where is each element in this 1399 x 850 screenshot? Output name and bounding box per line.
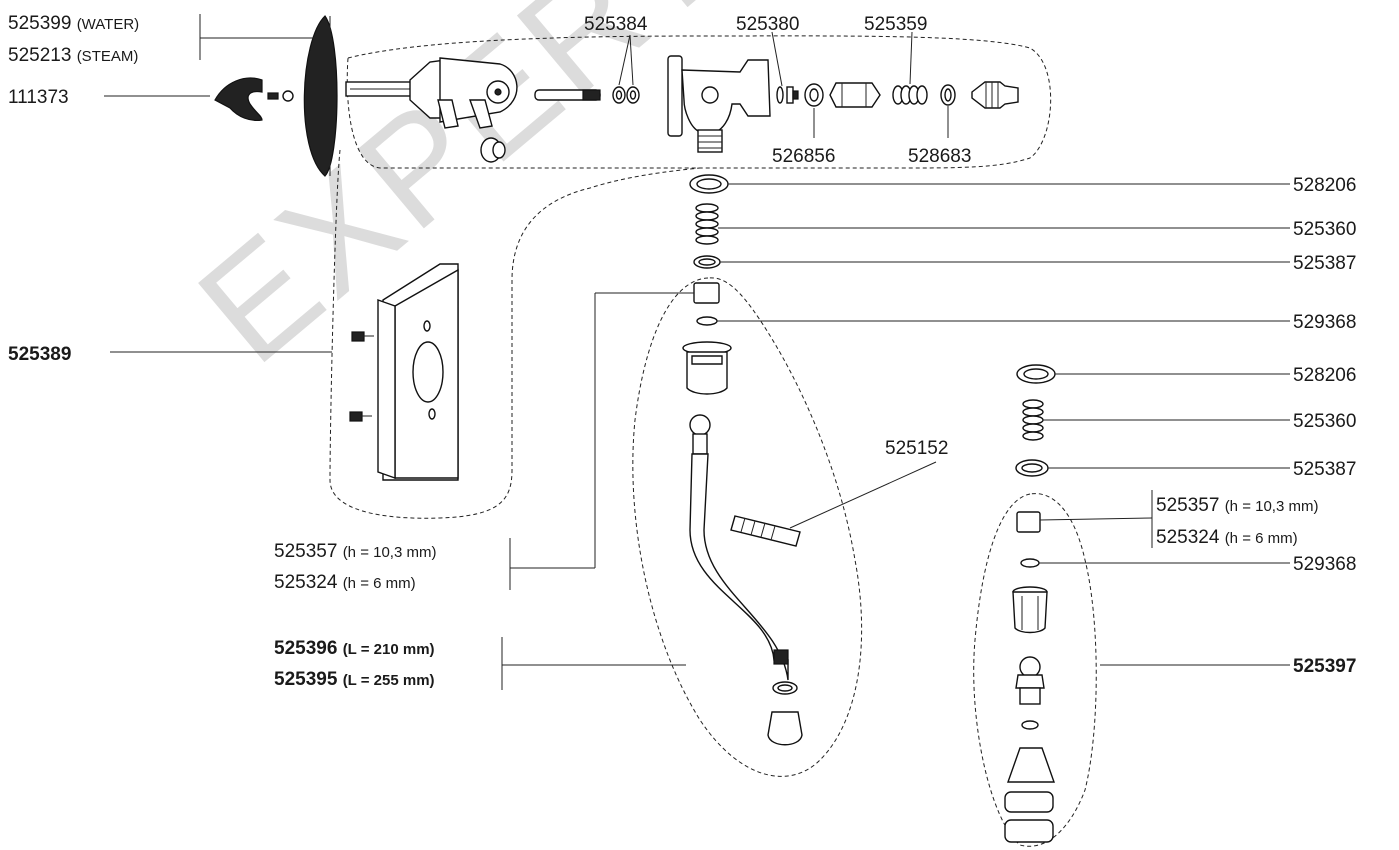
washer-526856-part <box>804 83 824 107</box>
label-528683: 528683 <box>908 146 971 167</box>
label-525387-a: 525387 <box>1293 253 1356 274</box>
svg-text:525213 (STEAM): 525213 (STEAM) <box>8 45 138 66</box>
label-525357-left: 525357 <box>274 541 337 562</box>
label-525357-right: 525357 <box>1156 495 1219 516</box>
label-525396-note: (L = 210 mm) <box>343 641 435 658</box>
label-529368-b: 529368 <box>1293 554 1356 575</box>
label-525397: 525397 <box>1293 656 1356 677</box>
leader-lines <box>104 14 1290 690</box>
label-525324-right: 525324 <box>1156 527 1220 548</box>
top-valve-group-outline <box>346 35 1052 169</box>
mounting-plate-525389-part <box>349 263 459 481</box>
label-525357-right-note: (h = 10,3 mm) <box>1225 498 1319 515</box>
washer-111373-part <box>282 90 294 102</box>
part-labels: 525399 (WATER) 525213 (STEAM) 111373 525… <box>8 13 1356 690</box>
steam-tube-group-outline <box>632 277 863 777</box>
screw-111373-part <box>267 92 279 100</box>
watermark: EXPERT <box>168 0 752 395</box>
label-525396: 525396 <box>274 638 337 659</box>
steam-tube-525396-part <box>689 414 789 681</box>
hex-cup-525397-part <box>1012 586 1048 634</box>
tube-tip-part <box>767 711 803 746</box>
spring-525359-part <box>892 85 928 105</box>
hex-nut-part <box>829 82 881 108</box>
insert-525357-b-part <box>1016 511 1041 533</box>
svg-text:525357 (h = 10,3 mm): 525357 (h = 10,3 mm) <box>1156 495 1318 516</box>
small-o-ring-part <box>1021 720 1039 730</box>
label-529368-a: 529368 <box>1293 312 1356 333</box>
label-steam-note: (STEAM) <box>77 48 139 65</box>
o-ring-529368-b-part <box>1020 558 1040 568</box>
label-525389: 525389 <box>8 344 71 365</box>
label-525395-note: (L = 255 mm) <box>343 672 435 689</box>
spring-525360-part <box>695 203 719 245</box>
escutcheon-disc-part <box>303 15 338 177</box>
o-rings-525384-part <box>612 86 640 104</box>
o-ring-529368-part <box>696 316 718 326</box>
knob-cap-part <box>214 77 263 122</box>
svg-text:525399 (WATER): 525399 (WATER) <box>8 13 139 34</box>
label-water-note: (WATER) <box>77 16 139 33</box>
label-528206-a: 528206 <box>1293 175 1356 196</box>
label-525395: 525395 <box>274 669 338 690</box>
label-525152: 525152 <box>885 438 948 459</box>
label-525360-a: 525360 <box>1293 219 1356 240</box>
pin-525152-part <box>730 515 801 547</box>
label-526856: 526856 <box>772 146 835 167</box>
small-nut-part <box>480 137 506 163</box>
label-111373: 111373 <box>8 87 69 108</box>
nozzle-fitting-part <box>971 81 1019 109</box>
label-525357-left-note: (h = 10,3 mm) <box>343 544 437 561</box>
label-525399: 525399 <box>8 13 71 34</box>
svg-text:525396 (L = 210 mm): 525396 (L = 210 mm) <box>274 638 435 659</box>
label-525359: 525359 <box>864 14 927 35</box>
spring-525360-b-part <box>1022 399 1044 441</box>
label-525360-b: 525360 <box>1293 411 1356 432</box>
label-528206-b: 528206 <box>1293 365 1356 386</box>
label-525324-left-note: (h = 6 mm) <box>343 575 416 592</box>
cone-tip-part <box>1007 747 1055 783</box>
valve-spindle-assembly <box>345 57 518 129</box>
label-525380: 525380 <box>736 14 799 35</box>
label-525384: 525384 <box>584 14 648 35</box>
label-525324-right-note: (h = 6 mm) <box>1225 530 1298 547</box>
seal-525380-part <box>776 86 799 104</box>
svg-text:525357 (h = 10,3 mm): 525357 (h = 10,3 mm) <box>274 541 436 562</box>
valve-body-part <box>667 55 771 153</box>
label-525213: 525213 <box>8 45 71 66</box>
cup-fitting-part <box>682 341 732 395</box>
insert-525357-part <box>693 282 720 304</box>
threaded-rod-part <box>534 89 601 101</box>
label-525324-left: 525324 <box>274 572 338 593</box>
label-525387-b: 525387 <box>1293 459 1356 480</box>
svg-text:525324 (h = 6 mm): 525324 (h = 6 mm) <box>1156 527 1298 548</box>
ring-528683-part <box>940 84 956 106</box>
svg-text:525395 (L = 255 mm): 525395 (L = 255 mm) <box>274 669 435 690</box>
ball-joint-part <box>1015 656 1045 705</box>
svg-text:525324 (h = 6 mm): 525324 (h = 6 mm) <box>274 572 416 593</box>
plate-group-outline <box>329 149 701 519</box>
sleeve-upper-part <box>1004 791 1054 813</box>
sleeve-lower-part <box>1004 819 1054 843</box>
